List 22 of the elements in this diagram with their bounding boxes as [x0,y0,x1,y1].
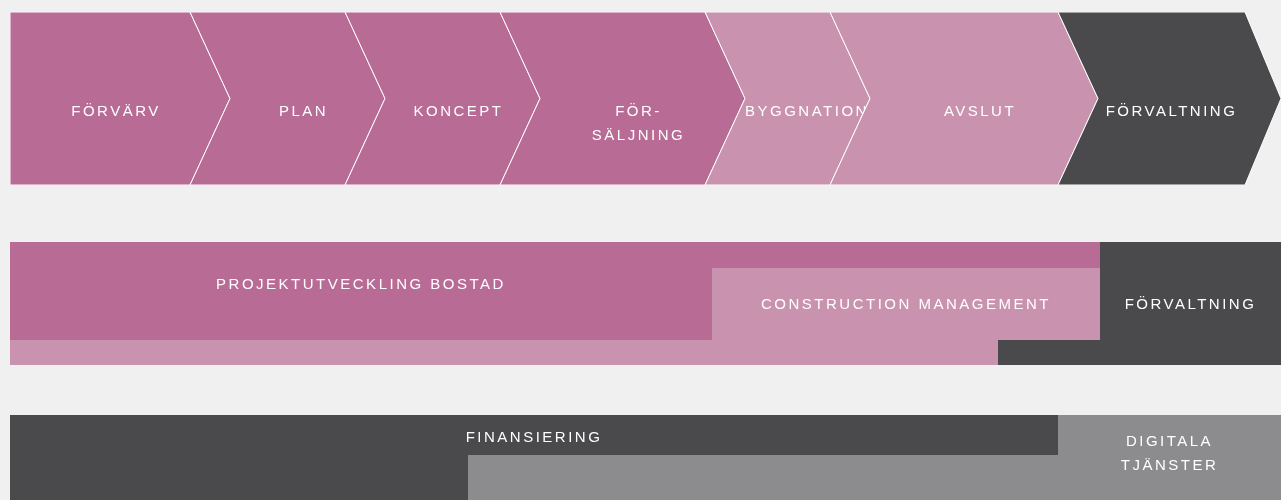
stage-label: FÖRVÄRV [70,100,162,121]
stage-label: FÖRVALTNING [1104,100,1239,121]
band [10,415,1058,455]
process-step [1058,12,1281,185]
band [1058,415,1281,500]
process-step [500,12,745,185]
stage-label: CONSTRUCTION MANAGEMENT [760,294,1052,314]
process-step [705,12,870,185]
process-step [345,12,540,185]
stage-label: PROJEKTUTVECKLING BOSTAD [215,274,507,294]
band [1100,242,1281,365]
stage-label: DIGITALA TJÄNSTER [1119,431,1220,475]
stage-label: FINANSIERING [464,427,604,447]
stage-label: KONCEPT [412,100,505,121]
stage-label: AVSLUT [942,100,1018,121]
stage-label: FÖR- SÄLJNING [590,100,687,145]
band [712,268,1100,340]
stage-label: PLAN [277,100,330,121]
band [10,242,1100,340]
process-step [190,12,385,185]
process-step [10,12,230,185]
stage-label: FÖRVALTNING [1123,294,1258,314]
